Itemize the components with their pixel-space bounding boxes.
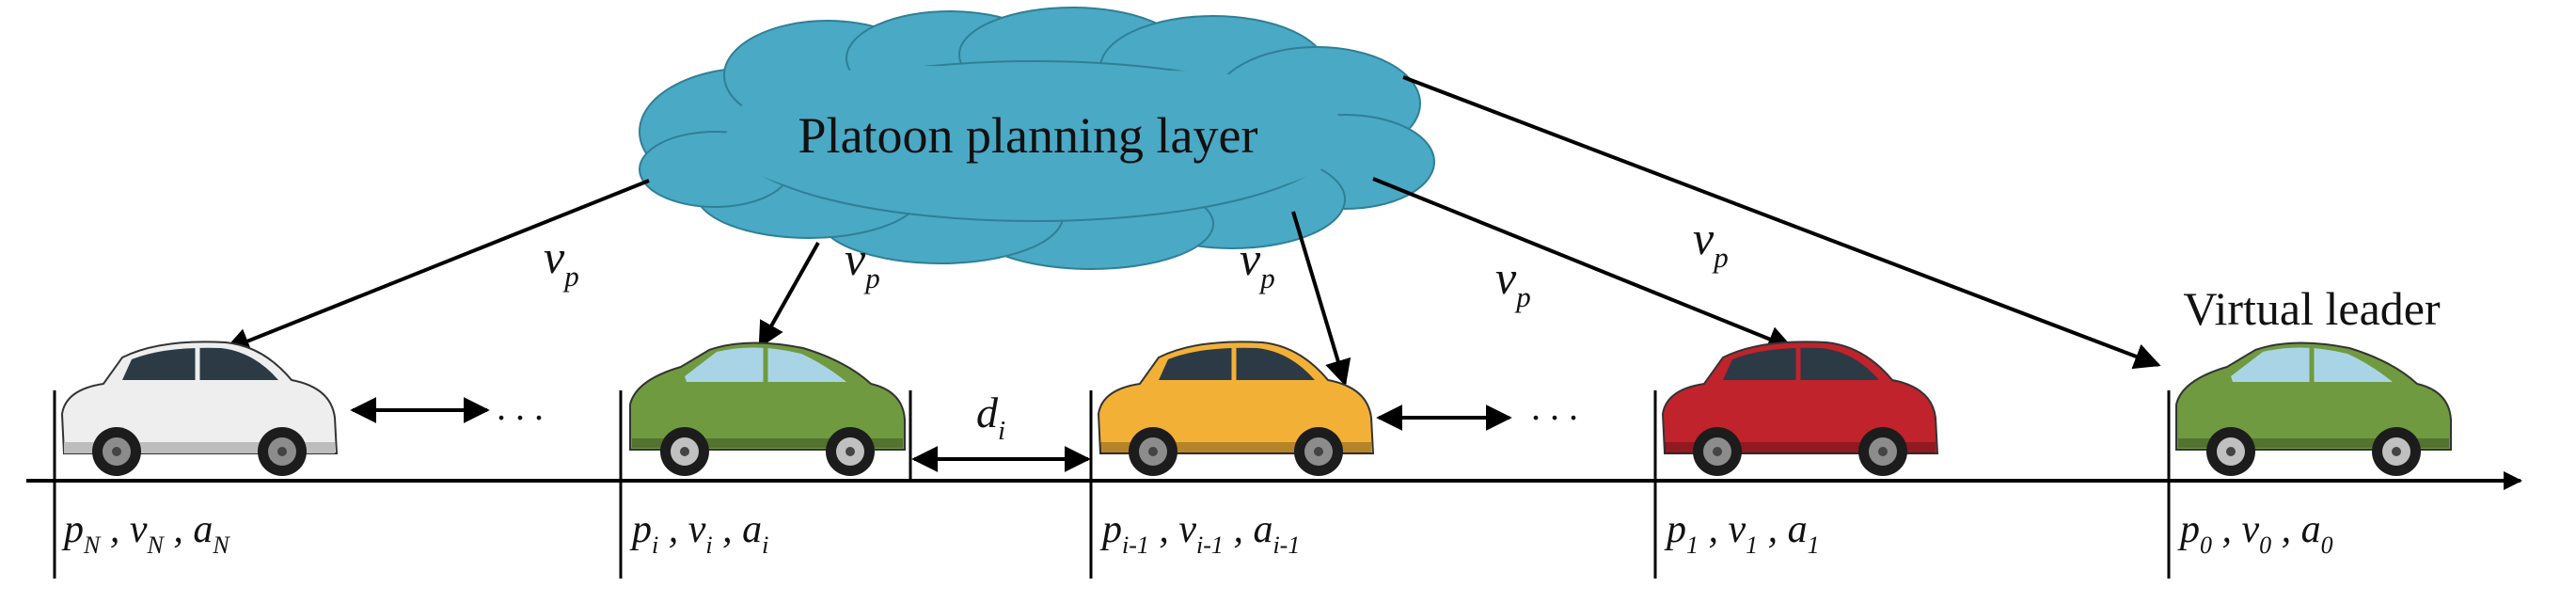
- signal-label-vp: vp: [1495, 251, 1531, 313]
- planning-layer-cloud: [639, 7, 1435, 270]
- arrow-to-car-0: [1402, 75, 2161, 370]
- cloud-title: Platoon planning layer: [798, 107, 1258, 164]
- car-n-state-label: pN , vN , aN: [61, 508, 230, 559]
- car-i-1-vehicle: [1097, 341, 1375, 476]
- ellipsis-right: . . .: [1531, 386, 1578, 428]
- car-0-vehicle: [2175, 341, 2452, 476]
- arrow-to-car-i: [758, 242, 820, 349]
- car-i-state-label: pi , vi , ai: [629, 508, 768, 559]
- car-1-state-label: p1 , v1 , a1: [1664, 508, 1820, 559]
- position-markers: [53, 390, 2171, 579]
- car-1-vehicle: [1661, 341, 1939, 476]
- gap-label: di: [976, 389, 1005, 446]
- vehicles: [60, 341, 2452, 476]
- arrow-to-car-i-1: [1291, 211, 1351, 387]
- car-i-vehicle: [629, 341, 906, 476]
- signal-label-vp: vp: [1693, 212, 1729, 274]
- signal-label-vp: vp: [1240, 232, 1275, 294]
- arrow-to-car-1: [1372, 177, 1794, 352]
- broadcast-arrows: [223, 75, 2161, 387]
- arrow-to-car-n: [223, 179, 650, 354]
- gap-arrows: [350, 397, 1512, 472]
- car-n-vehicle: [60, 341, 339, 476]
- state-labels: pN , vN , aN pi , vi , ai pi-1 , vi-1 , ai…: [61, 508, 2333, 559]
- ellipsis-left: . . .: [497, 386, 544, 428]
- car-i-1-state-label: pi-1 , vi-1 , ai-1: [1099, 508, 1300, 559]
- broadcast-labels: vp vp vp vp vp: [544, 212, 1729, 313]
- car-0-state-label: p0 , v0 , a0: [2177, 508, 2333, 559]
- virtual-leader-label: Virtual leader: [2183, 282, 2441, 335]
- signal-label-vp: vp: [544, 230, 579, 293]
- signal-label-vp: vp: [845, 232, 880, 294]
